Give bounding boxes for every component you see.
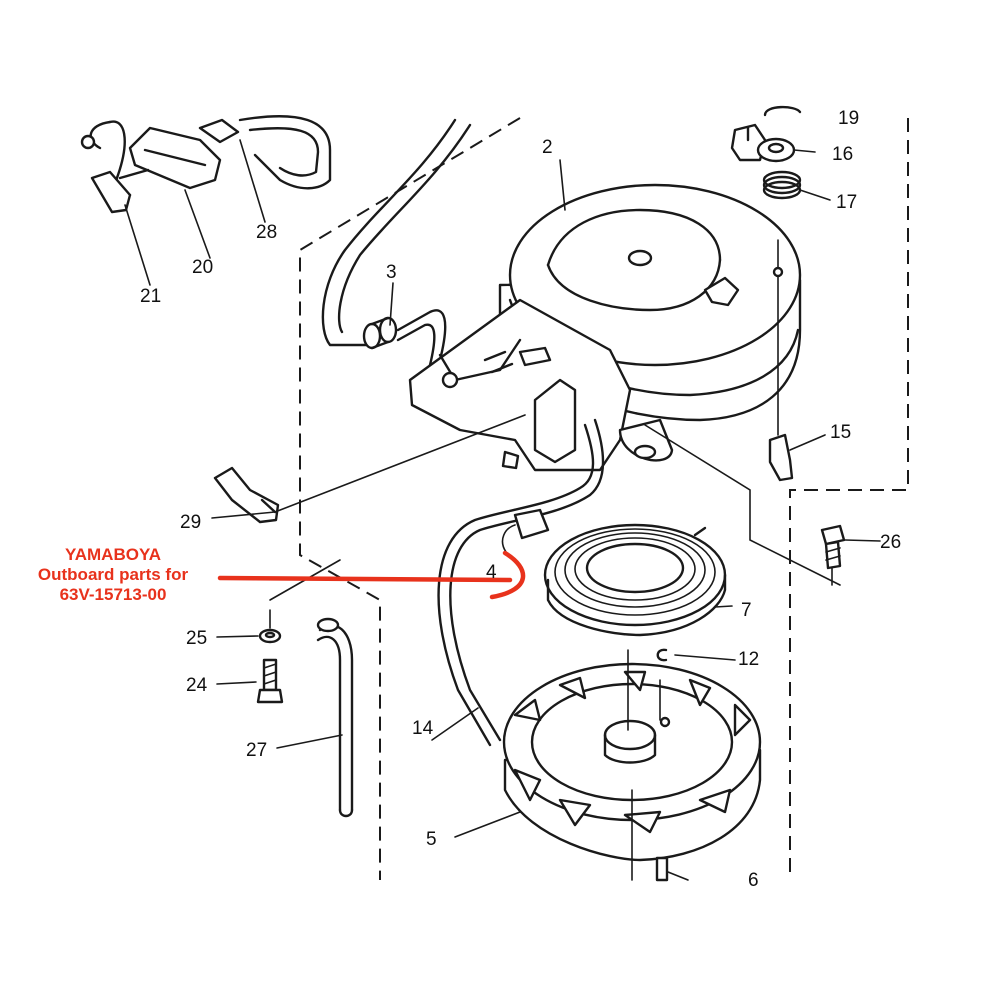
callout-part-number: 63V-15713-00 <box>59 585 167 604</box>
part-label-27: 27 <box>246 740 267 761</box>
part-label-6: 6 <box>748 870 759 891</box>
part-label-4: 4 <box>486 562 497 583</box>
washer-19 <box>763 105 802 117</box>
leader-lines <box>124 139 881 838</box>
part-label-5: 5 <box>426 829 437 850</box>
part-label-26: 26 <box>880 532 901 553</box>
starter-handle <box>80 115 332 214</box>
cable-14 <box>437 418 605 747</box>
spring-17 <box>762 170 831 201</box>
callout-subtitle: Outboard parts for <box>37 565 189 584</box>
arm-lever-29 <box>213 466 280 524</box>
part-label-14: 14 <box>412 718 434 739</box>
pawl-15 <box>768 239 826 482</box>
part-label-2: 2 <box>542 137 553 158</box>
hose-27 <box>269 559 354 818</box>
part-label-25: 25 <box>186 628 207 649</box>
callout-brand: YAMABOYA <box>64 545 162 564</box>
part-label-28: 28 <box>256 222 277 243</box>
bolt-26 <box>820 524 846 586</box>
part-label-24: 24 <box>186 675 208 696</box>
part-label-12: 12 <box>738 649 759 670</box>
washer-25 <box>258 609 282 644</box>
part-label-16: 16 <box>832 144 853 165</box>
spiral-spring-7 <box>543 523 727 637</box>
part-label-21: 21 <box>140 286 161 307</box>
part-label-29: 29 <box>180 512 201 533</box>
clip-12 <box>656 648 668 662</box>
pin-6 <box>631 789 689 882</box>
grommet-3 <box>362 316 398 350</box>
part-label-19: 19 <box>838 108 859 129</box>
part-label-7: 7 <box>741 600 752 621</box>
part-label-15: 15 <box>830 422 851 443</box>
part-label-3: 3 <box>386 262 397 283</box>
bolt-24 <box>256 658 284 704</box>
callout-arrow <box>217 550 526 600</box>
part-label-20: 20 <box>192 257 213 278</box>
bracket-16 <box>730 123 816 163</box>
part-label-17: 17 <box>836 192 857 213</box>
yamaboya-callout: YAMABOYA Outboard parts for 63V-15713-00 <box>8 545 218 605</box>
part-labels: 2 3 4 5 6 7 12 14 15 16 17 19 20 21 24 2… <box>140 108 901 891</box>
dashed-frame-upper <box>299 117 909 880</box>
starter-housing <box>408 183 802 472</box>
